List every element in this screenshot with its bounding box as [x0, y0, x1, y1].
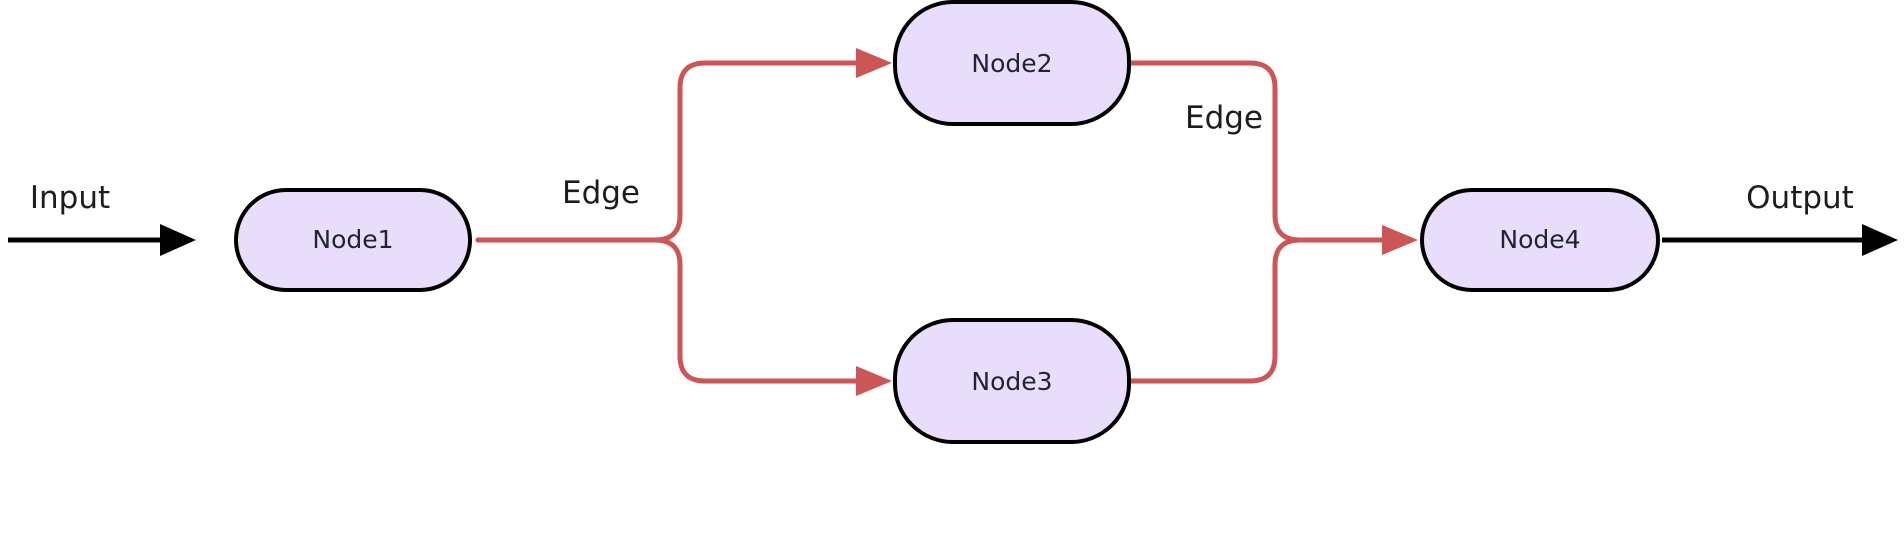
output-label: Output: [1746, 180, 1854, 216]
node1-label: Node1: [312, 225, 393, 254]
node3-shape[interactable]: [893, 318, 1131, 444]
edge-node1-to-node2: [475, 48, 892, 243]
node2-label: Node2: [971, 49, 1052, 78]
node-node1[interactable]: Node1: [234, 188, 472, 292]
edge-node1-node2-line: [475, 60, 859, 243]
node3-label: Node3: [971, 367, 1052, 396]
node4-label: Node4: [1499, 225, 1580, 254]
edge-input: [8, 224, 196, 256]
node4-shape[interactable]: [1420, 188, 1660, 292]
input-label: Input: [30, 180, 110, 216]
node-node2[interactable]: Node2: [893, 0, 1131, 126]
edge-node2-to-node4: [1128, 60, 1418, 255]
edge-node1-to-node3: [475, 237, 892, 396]
edge-node3-node4-line: [1128, 237, 1385, 384]
edge-label-right: Edge: [1185, 100, 1263, 136]
edge-label-left: Edge: [562, 175, 640, 211]
edge-output: [1662, 224, 1898, 256]
edge-node3-to-node4: [1128, 237, 1385, 384]
node2-shape[interactable]: [893, 0, 1131, 126]
edge-node2-node4-line: [1128, 60, 1385, 243]
edge-node1-node2-arrowhead: [856, 48, 892, 78]
edge-node2-node4-arrowhead: [1382, 225, 1418, 255]
edge-node1-node3-line: [475, 237, 859, 384]
node1-shape[interactable]: [234, 188, 472, 292]
node-node3[interactable]: Node3: [893, 318, 1131, 444]
edge-output-arrowhead: [1862, 224, 1898, 256]
edge-node1-node3-arrowhead: [856, 366, 892, 396]
edge-input-arrowhead: [160, 224, 196, 256]
node-node4[interactable]: Node4: [1420, 188, 1660, 292]
